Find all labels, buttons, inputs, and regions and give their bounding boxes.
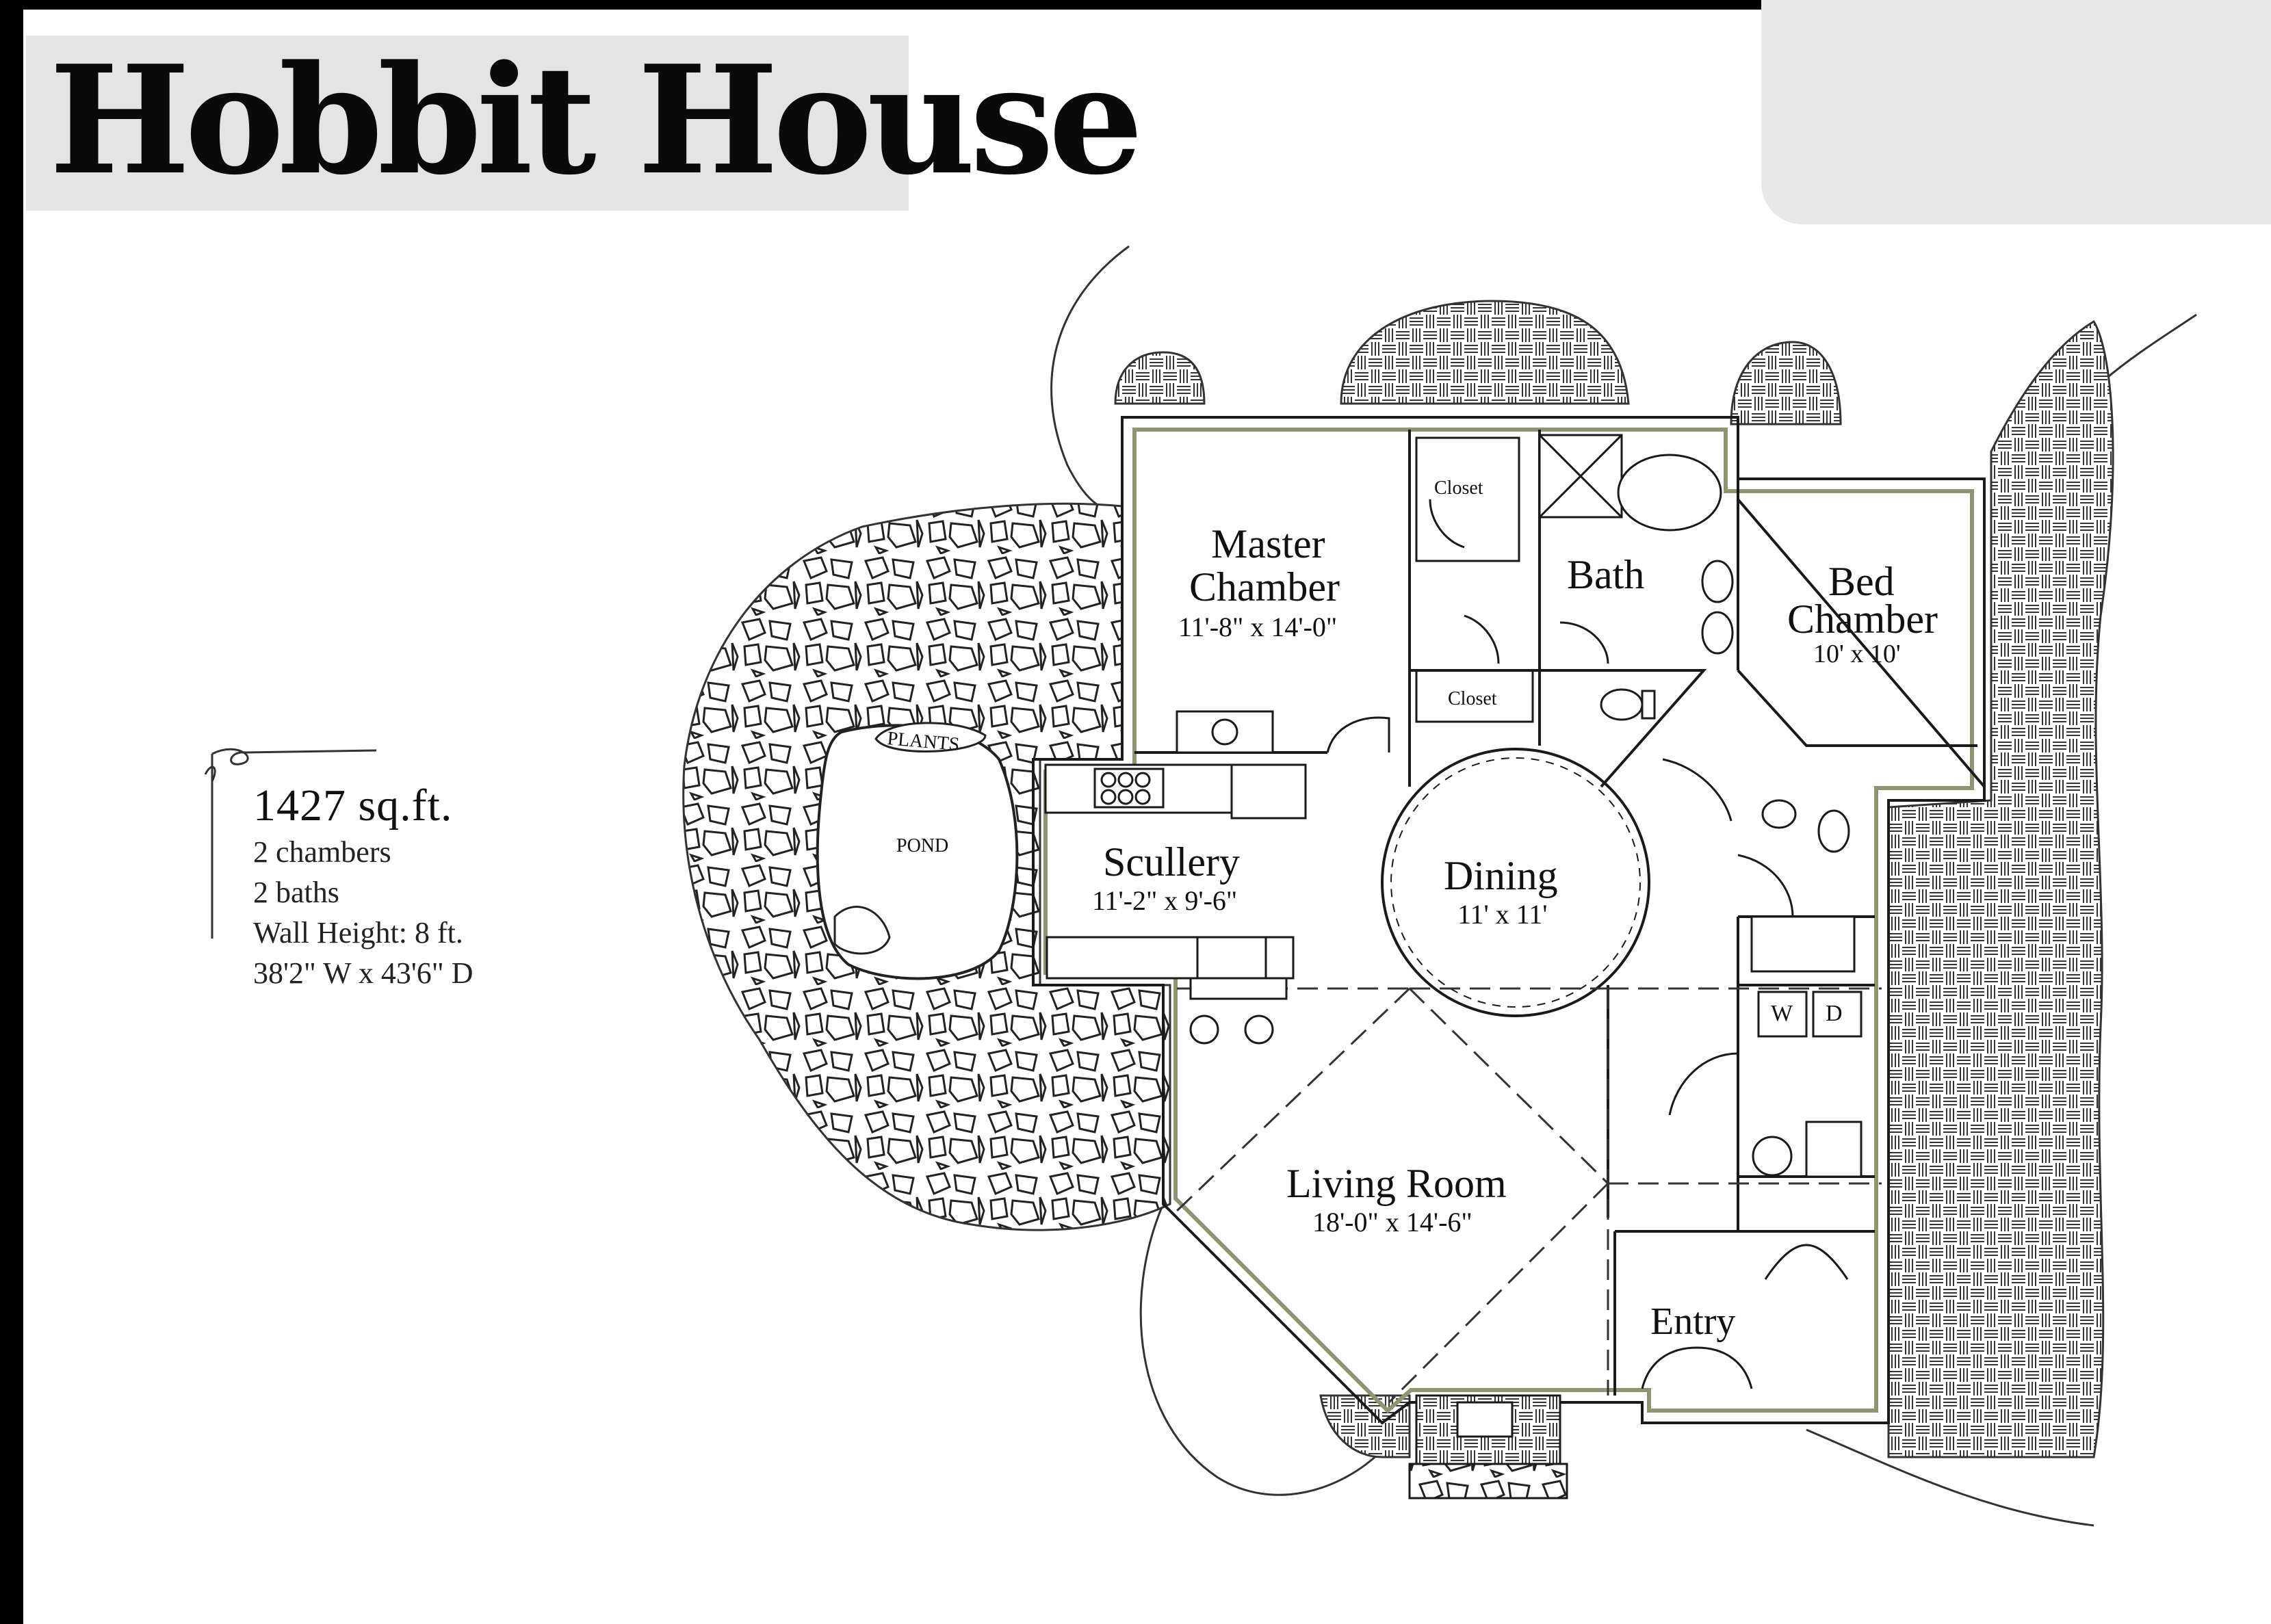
overall-dimensions: 38'2" W x 43'6" D bbox=[253, 956, 473, 990]
plants-bed bbox=[874, 722, 987, 752]
terrain-outline bbox=[1139, 1203, 1384, 1496]
terrain-outline bbox=[1806, 1428, 2094, 1527]
scullery-counters bbox=[1044, 710, 1307, 1045]
dining-room bbox=[1381, 748, 1650, 1017]
bed-chamber-label-2: Chamber bbox=[1787, 597, 1938, 642]
closets bbox=[1415, 436, 1534, 723]
earth-berm-right bbox=[1887, 319, 2114, 1458]
bath-label: Bath bbox=[1567, 552, 1644, 597]
master-chamber-label-2: Chamber bbox=[1189, 564, 1340, 610]
scullery-size: 11'-2" x 9'-6" bbox=[1092, 885, 1237, 916]
washer-label: W bbox=[1771, 1001, 1793, 1026]
dining-size: 11' x 11' bbox=[1457, 899, 1547, 930]
master-chamber-label: Master bbox=[1211, 521, 1325, 566]
square-footage: 1427 sq.ft. bbox=[253, 781, 453, 830]
closet-upper-label: Closet bbox=[1434, 477, 1483, 499]
master-chamber-size: 11'-8" x 14'-0" bbox=[1178, 612, 1337, 642]
house-summary: 1427 sq.ft. 2 chambers 2 baths Wall Heig… bbox=[253, 780, 473, 993]
wall-height: Wall Height: 8 ft. bbox=[253, 916, 463, 949]
page-title: Hobbit House bbox=[49, 33, 1143, 208]
bed-chamber-label: Bed bbox=[1828, 559, 1895, 604]
top-border bbox=[0, 0, 2271, 10]
title-banner: Hobbit House bbox=[26, 33, 1143, 211]
scullery-label: Scullery bbox=[1103, 839, 1240, 885]
closet-lower-label: Closet bbox=[1448, 688, 1497, 709]
fireplace bbox=[1408, 1394, 1568, 1499]
bed-chamber-size: 10' x 10' bbox=[1813, 640, 1901, 668]
earth-berm-top bbox=[1340, 300, 1630, 405]
entry-label: Entry bbox=[1650, 1300, 1735, 1343]
pond-island bbox=[833, 906, 891, 955]
door-swings bbox=[1326, 499, 1849, 1389]
baths-count: 2 baths bbox=[253, 876, 339, 909]
left-border bbox=[0, 0, 23, 1624]
living-room-size: 18'-0" x 14'-6" bbox=[1312, 1207, 1472, 1237]
bath-fixtures bbox=[1538, 434, 1863, 1178]
corner-panel bbox=[1761, 0, 2271, 224]
ceiling-beams bbox=[1176, 987, 1882, 1404]
earth-berm-top-left bbox=[1114, 351, 1206, 405]
earth-berm-top-right bbox=[1730, 341, 1842, 425]
pond-label: POND bbox=[896, 835, 948, 856]
chambers-count: 2 chambers bbox=[253, 835, 391, 869]
dryer-label: D bbox=[1826, 1001, 1843, 1026]
dining-label: Dining bbox=[1444, 853, 1558, 898]
living-room-label: Living Room bbox=[1286, 1161, 1507, 1206]
flourish-ornament-icon bbox=[204, 748, 377, 939]
building-walls bbox=[1032, 416, 1986, 1425]
